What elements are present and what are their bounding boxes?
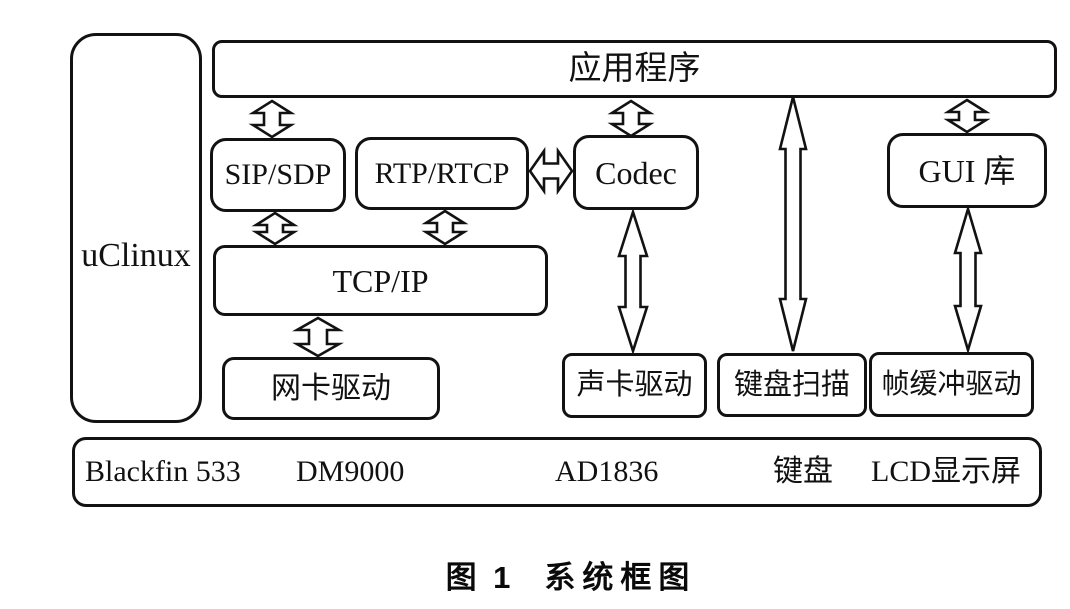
node-keyboard-scan: 键盘扫描 — [717, 353, 867, 417]
node-gui-lib-label: GUI 库 — [918, 152, 1016, 189]
node-application-label: 应用程序 — [568, 50, 701, 87]
node-gui-lib: GUI 库 — [887, 133, 1047, 208]
node-sip-sdp: SIP/SDP — [210, 138, 346, 212]
node-framebuffer-driver: 帧缓冲驱动 — [869, 352, 1034, 417]
hardware-bar: Blackfin 533 DM9000 AD1836 键盘 LCD显示屏 — [72, 437, 1042, 507]
node-sip-sdp-label: SIP/SDP — [224, 158, 332, 191]
hw-item-dm9000: DM9000 — [296, 455, 405, 488]
figure-caption: 图 1 系统框图 — [0, 552, 1070, 597]
node-nic-driver: 网卡驱动 — [222, 357, 440, 420]
arrow-sipsdp-tcpip — [251, 211, 299, 246]
figure-caption-number: 图 1 — [445, 560, 515, 595]
arrow-application-guilib — [943, 98, 991, 134]
node-rtp-rtcp-label: RTP/RTCP — [374, 156, 510, 190]
node-tcp-ip: TCP/IP — [213, 245, 548, 316]
hw-item-keyboard: 键盘 — [773, 455, 833, 488]
hw-item-ad1836: AD1836 — [555, 455, 659, 488]
node-framebuffer-driver-label: 帧缓冲驱动 — [881, 368, 1022, 400]
figure-caption-title: 系统框图 — [544, 560, 697, 595]
node-codec: Codec — [573, 135, 699, 210]
node-sound-driver: 声卡驱动 — [562, 353, 707, 418]
arrow-application-keyboardscan — [778, 96, 808, 352]
arrow-application-sipsdp — [248, 99, 296, 139]
arrow-tcpip-nicdriver — [292, 316, 344, 358]
arrow-rtprtcp-tcpip — [421, 209, 469, 246]
hw-item-lcd: LCD显示屏 — [871, 455, 1021, 488]
node-application: 应用程序 — [212, 40, 1057, 98]
arrow-guilib-framebuffer — [953, 204, 983, 355]
arrow-codec-sounddriver — [617, 207, 649, 356]
node-codec-label: Codec — [595, 154, 677, 191]
hw-item-blackfin: Blackfin 533 — [85, 455, 241, 488]
node-sound-driver-label: 声卡驱动 — [576, 369, 693, 401]
node-nic-driver-label: 网卡驱动 — [271, 371, 391, 405]
node-uclinux-label: uClinux — [81, 237, 191, 274]
node-uclinux: uClinux — [70, 33, 202, 423]
node-rtp-rtcp: RTP/RTCP — [355, 137, 529, 210]
node-keyboard-scan-label: 键盘扫描 — [733, 368, 850, 401]
arrow-rtprtcp-codec — [528, 146, 574, 196]
node-tcp-ip-label: TCP/IP — [332, 262, 429, 299]
arrow-application-codec — [607, 99, 655, 138]
